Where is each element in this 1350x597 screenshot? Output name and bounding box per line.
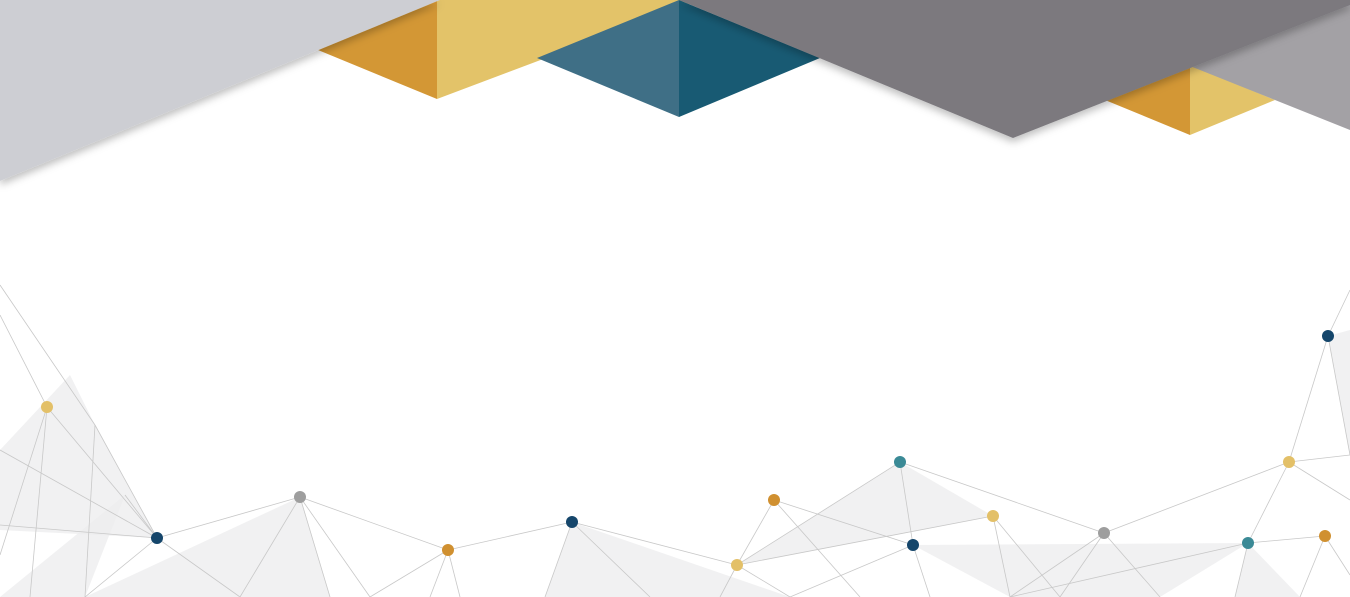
- network-line-48: [1327, 289, 1350, 337]
- network-lines: [0, 284, 1350, 597]
- facet-4: [737, 462, 993, 565]
- network-line-9: [156, 537, 241, 597]
- network-line-19: [544, 521, 573, 597]
- network-node-1: [151, 532, 163, 544]
- network-node-13: [1319, 530, 1331, 542]
- network-line-13: [299, 496, 371, 597]
- yellow-facet-right: [1190, 65, 1275, 135]
- network-line-16: [429, 549, 449, 597]
- network-line-5: [0, 449, 158, 539]
- network-line-11: [239, 496, 301, 597]
- network-line-6: [0, 524, 158, 539]
- network-line-34: [992, 515, 1011, 597]
- facet-2: [85, 497, 330, 597]
- orange-facet-left: [318, 0, 437, 99]
- network-line-33: [992, 515, 1061, 597]
- gray-panel-right: [1190, 0, 1350, 130]
- network-line-43: [1288, 335, 1329, 463]
- facet-6: [1235, 543, 1300, 597]
- network-line-28: [773, 499, 861, 597]
- network-line-26: [736, 564, 791, 597]
- network-line-22: [736, 499, 775, 566]
- network-line-45: [1288, 461, 1350, 501]
- network-line-10: [84, 537, 158, 597]
- network-line-1: [0, 284, 96, 426]
- network-facets: [0, 330, 1350, 597]
- network-line-7: [46, 406, 158, 539]
- network-line-17: [447, 549, 461, 597]
- network-node-8: [907, 539, 919, 551]
- network-line-39: [1247, 461, 1290, 544]
- network-line-8: [156, 496, 301, 539]
- network-line-51: [124, 494, 158, 539]
- network-line-0: [0, 314, 48, 408]
- network-node-2: [294, 491, 306, 503]
- network-node-3: [442, 544, 454, 556]
- network-line-41: [1234, 542, 1249, 597]
- network-line-31: [912, 544, 931, 597]
- network-line-14: [299, 496, 449, 551]
- network-line-23: [736, 461, 901, 566]
- network-line-38: [1059, 532, 1105, 597]
- network-line-4: [84, 424, 96, 597]
- facet-0: [0, 375, 157, 538]
- top-geometric-banner: [0, 0, 1350, 181]
- teal-facet-light: [537, 0, 679, 117]
- network-node-11: [1242, 537, 1254, 549]
- network-nodes: [41, 330, 1334, 571]
- network-line-35: [1103, 461, 1290, 534]
- network-line-50: [0, 406, 48, 556]
- network-line-15: [447, 521, 573, 551]
- facet-5: [913, 543, 1248, 597]
- orange-facet-right: [1105, 65, 1190, 135]
- network-line-3: [94, 424, 158, 539]
- network-node-5: [731, 559, 743, 571]
- network-line-36: [1009, 532, 1105, 597]
- network-node-9: [987, 510, 999, 522]
- network-line-44: [1288, 454, 1350, 463]
- teal-facet-dark: [679, 0, 820, 117]
- network-node-12: [1283, 456, 1295, 468]
- network-line-18: [369, 549, 449, 597]
- network-node-4: [566, 516, 578, 528]
- network-line-49: [1327, 335, 1350, 456]
- network-line-37: [1103, 532, 1161, 597]
- dark-gray-panel: [679, 0, 1350, 138]
- facet-1: [0, 495, 125, 597]
- network-line-12: [299, 496, 331, 597]
- network-node-6: [768, 494, 780, 506]
- network-line-25: [719, 564, 738, 597]
- network-line-29: [899, 461, 914, 546]
- network-line-40: [1247, 535, 1326, 544]
- network-line-2: [29, 406, 48, 597]
- network-line-42: [1009, 542, 1249, 597]
- network-node-10: [1098, 527, 1110, 539]
- light-gray-panel: [0, 0, 440, 181]
- network-line-27: [773, 499, 914, 546]
- network-node-14: [1322, 330, 1334, 342]
- network-line-47: [1324, 535, 1350, 576]
- network-line-20: [571, 521, 651, 597]
- network-line-24: [736, 515, 994, 566]
- network-line-21: [571, 521, 738, 566]
- network-line-30: [899, 461, 1105, 534]
- facet-3: [545, 522, 790, 597]
- network-line-32: [789, 544, 914, 597]
- network-node-0: [41, 401, 53, 413]
- network-node-7: [894, 456, 906, 468]
- network-line-46: [1299, 535, 1326, 597]
